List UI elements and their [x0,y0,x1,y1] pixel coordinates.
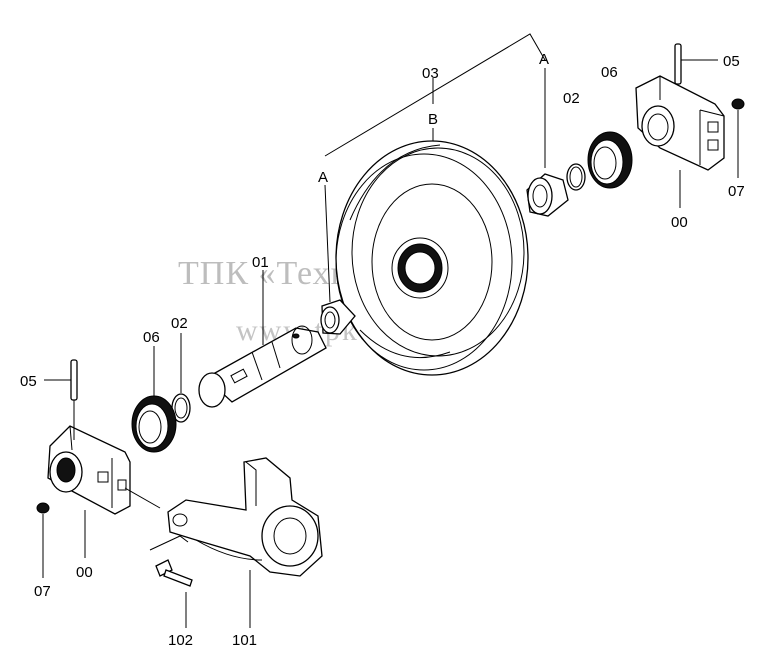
label-102: 102 [168,632,193,649]
support-bracket-00-left [47,425,131,515]
idler-wheel [335,140,529,376]
support-bracket-00-right [635,75,725,171]
label-00-left: 00 [76,564,93,581]
pin-05-right [674,43,718,85]
label-06-left: 06 [143,329,160,346]
bolt-102 [155,559,193,628]
label-05-right: 05 [723,53,740,70]
label-06-right: 06 [601,64,618,81]
o-ring-02-left-inner [174,397,188,419]
label-101: 101 [232,632,257,649]
label-07-right: 07 [728,183,745,200]
label-01: 01 [252,254,269,271]
leader-assembly-line [124,487,161,509]
floating-seal-06-left [131,395,177,453]
idler-arm-101 [149,457,323,577]
label-a-right: A [539,51,549,68]
label-03: 03 [422,65,439,82]
label-00-right: 00 [671,214,688,231]
label-05-left: 05 [20,373,37,390]
label-a-left: A [318,169,328,186]
bushing-a-left [320,299,356,335]
label-02-right: 02 [563,90,580,107]
label-02-left: 02 [171,315,188,332]
shaft-01 [198,325,327,408]
label-07-left: 07 [34,583,51,600]
pin-05-left [44,359,78,440]
label-b: B [428,111,438,128]
plug-07-left [36,502,50,578]
floating-seal-06-right [587,131,633,189]
o-ring-02-right-inner [569,166,583,188]
plug-07-right [731,98,745,178]
bushing-a-right [526,173,569,217]
